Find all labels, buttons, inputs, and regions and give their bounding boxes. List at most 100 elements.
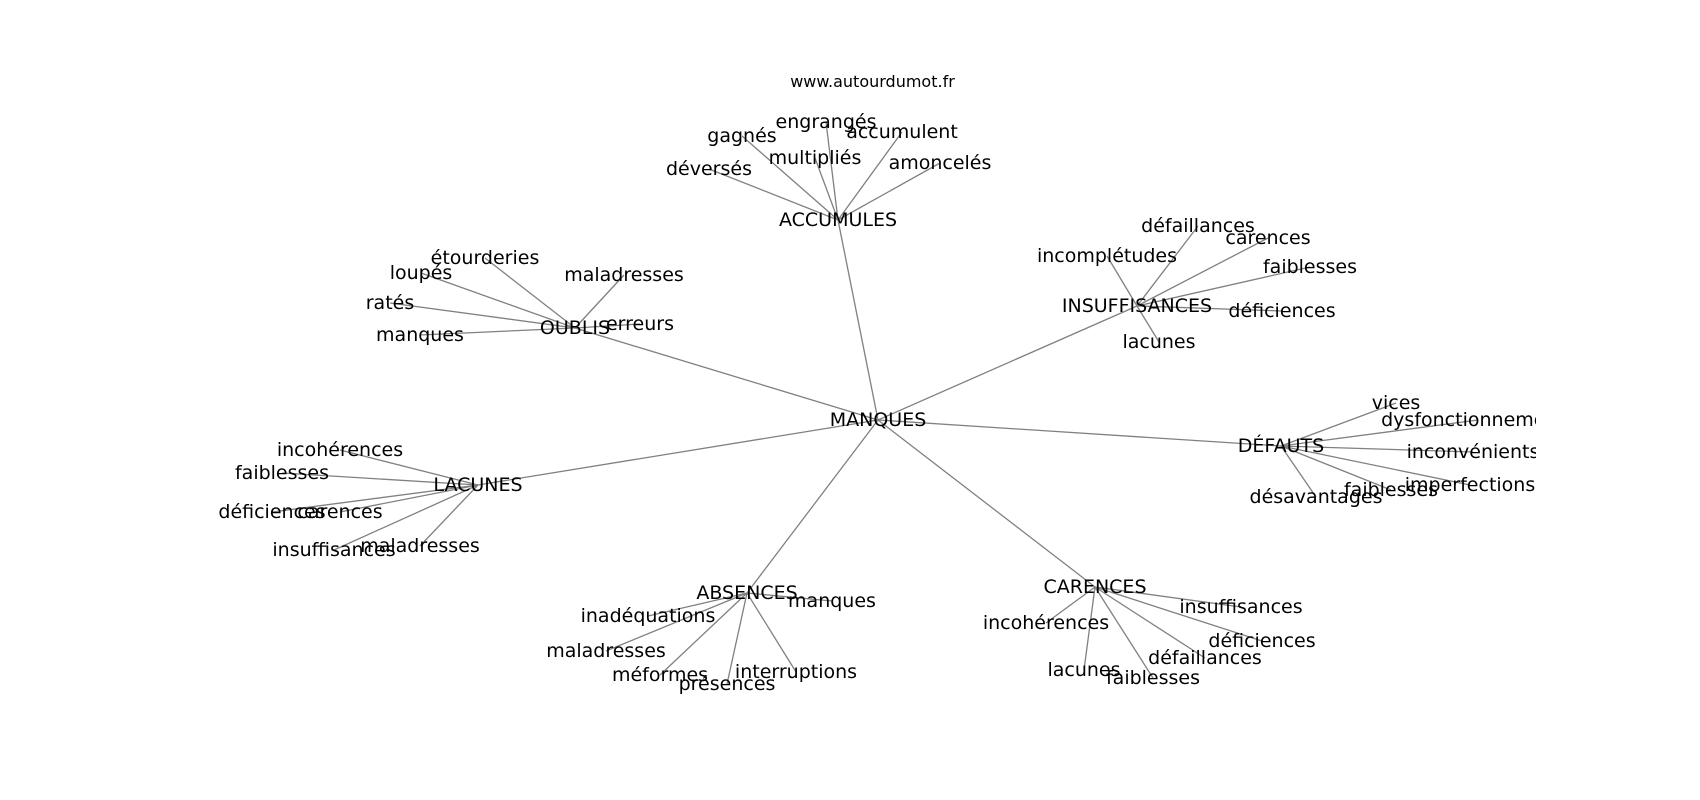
edge-group-2-leaf-4 — [574, 323, 641, 329]
edge-root-2 — [574, 327, 879, 421]
edge-group-5-leaf-3 — [1094, 586, 1206, 659]
leaf-node[interactable]: maladresses — [546, 640, 666, 662]
edge-group-4-leaf-4 — [333, 484, 479, 551]
edge-group-2-leaf-0 — [484, 257, 576, 329]
leaf-node[interactable]: carences — [1225, 227, 1310, 249]
leaf-node[interactable]: erreurs — [606, 313, 674, 335]
leaf-node[interactable]: faiblesses — [1106, 667, 1200, 689]
edge-root-0 — [837, 219, 879, 421]
edge-group-6-leaf-3 — [746, 592, 797, 673]
edge-group-2-leaf-1 — [420, 272, 576, 329]
edge-group-5-leaf-1 — [1045, 586, 1096, 624]
leaf-node[interactable]: manques — [376, 324, 464, 346]
leaf-node[interactable]: insuffisances — [1179, 596, 1302, 618]
leaf-node[interactable]: déficiences — [1208, 630, 1315, 652]
leaf-node[interactable]: loupés — [390, 262, 453, 284]
edge-group-4-leaf-1 — [281, 472, 479, 486]
edge-group-6-leaf-1 — [647, 592, 748, 617]
leaf-node[interactable]: engrangés — [776, 111, 877, 133]
group-node[interactable]: ABSENCES — [696, 582, 797, 604]
leaf-node[interactable]: imperfections — [1405, 474, 1535, 496]
edge-group-1-leaf-2 — [1106, 255, 1138, 307]
leaf-node[interactable]: étourderies — [431, 247, 540, 269]
edge-group-0-leaf-4 — [837, 162, 941, 221]
edge-group-1-leaf-0 — [1136, 225, 1199, 307]
leaf-node[interactable]: accumulent — [846, 121, 958, 143]
leaf-node[interactable]: multipliés — [769, 147, 862, 169]
edge-root-1 — [877, 305, 1138, 421]
group-node[interactable]: INSUFFISANCES — [1062, 295, 1212, 317]
leaf-node[interactable]: inadéquations — [581, 605, 716, 627]
edge-group-4-leaf-2 — [271, 484, 479, 513]
edge-group-0-leaf-2 — [837, 131, 903, 221]
edge-group-2-leaf-2 — [574, 274, 625, 329]
group-node[interactable]: ACCUMULES — [779, 209, 897, 231]
edge-group-6-leaf-0 — [746, 592, 833, 602]
edge-group-4-leaf-0 — [339, 449, 479, 486]
edge-group-5-leaf-5 — [1094, 586, 1154, 679]
leaf-node[interactable]: dysfonctionnements — [1381, 409, 1575, 431]
edge-group-5-leaf-2 — [1094, 586, 1263, 642]
edge-group-6-leaf-2 — [605, 592, 748, 652]
edge-group-0-leaf-3 — [814, 157, 839, 221]
leaf-node[interactable]: amoncelés — [889, 152, 992, 174]
leaf-node[interactable]: maladresses — [360, 535, 480, 557]
leaf-node[interactable]: faiblesses — [1344, 479, 1438, 501]
leaf-node[interactable]: présences — [679, 673, 776, 695]
leaf-node[interactable]: incohérences — [983, 612, 1109, 634]
group-node[interactable]: DÉFAUTS — [1238, 434, 1324, 457]
leaf-node[interactable]: déversés — [666, 158, 752, 180]
group-node[interactable]: CARENCES — [1043, 576, 1146, 598]
edge-group-3-leaf-0 — [1280, 402, 1397, 447]
edge-group-0-leaf-5 — [708, 168, 839, 221]
edge-group-1-leaf-1 — [1136, 237, 1269, 307]
leaf-node[interactable]: insuffisances — [272, 539, 395, 561]
edge-group-5-leaf-0 — [1094, 586, 1242, 608]
edge-group-3-leaf-5 — [1280, 445, 1317, 498]
edge-group-3-leaf-2 — [1280, 445, 1474, 453]
leaf-node[interactable]: inconvénients — [1407, 441, 1540, 463]
edge-root-3 — [877, 419, 1282, 447]
edge-group-3-leaf-1 — [1280, 419, 1479, 447]
group-node[interactable]: LACUNES — [433, 474, 522, 496]
edge-group-6-leaf-4 — [659, 592, 748, 676]
edge-group-0-leaf-1 — [741, 135, 839, 221]
edge-group-2-leaf-5 — [419, 327, 576, 336]
leaf-node[interactable]: ratés — [366, 292, 415, 314]
leaf-node[interactable]: faiblesses — [1263, 256, 1357, 278]
leaf-node[interactable]: manques — [788, 590, 876, 612]
edge-group-6-leaf-5 — [726, 592, 748, 685]
edge-group-3-leaf-3 — [1280, 445, 1471, 486]
leaf-node[interactable]: déficiences — [1228, 300, 1335, 322]
edge-group-1-leaf-5 — [1136, 305, 1160, 343]
leaf-node[interactable]: interruptions — [735, 661, 857, 683]
leaf-node[interactable]: déficiences — [218, 501, 325, 523]
leaf-node[interactable]: carences — [297, 501, 382, 523]
edge-root-6 — [746, 419, 879, 594]
leaf-node[interactable]: incohérences — [277, 439, 403, 461]
leaf-node[interactable]: maladresses — [564, 264, 684, 286]
edge-group-4-leaf-5 — [419, 484, 479, 547]
leaf-node[interactable]: faiblesses — [235, 462, 329, 484]
leaf-node[interactable]: lacunes — [1122, 331, 1195, 353]
leaf-node[interactable]: incomplétudes — [1037, 245, 1177, 267]
leaf-node[interactable]: vices — [1372, 392, 1421, 414]
edge-group-3-leaf-4 — [1280, 445, 1392, 491]
leaf-node[interactable]: défaillances — [1141, 215, 1255, 237]
edge-root-5 — [877, 419, 1096, 588]
watermark: www.autourdumot.fr — [790, 72, 955, 91]
leaf-node[interactable]: gagnés — [707, 125, 776, 147]
leaf-node[interactable]: méformes — [612, 664, 708, 686]
graph-edges — [271, 121, 1479, 685]
leaf-node[interactable]: désavantages — [1250, 486, 1383, 508]
edge-group-2-leaf-3 — [389, 302, 576, 329]
group-node[interactable]: OUBLIS — [540, 317, 610, 339]
root-node[interactable]: MANQUES — [830, 409, 927, 431]
leaf-node[interactable]: lacunes — [1047, 659, 1120, 681]
leaf-node[interactable]: défaillances — [1148, 647, 1262, 669]
edge-group-5-leaf-4 — [1083, 586, 1096, 671]
edge-group-1-leaf-4 — [1136, 305, 1283, 312]
